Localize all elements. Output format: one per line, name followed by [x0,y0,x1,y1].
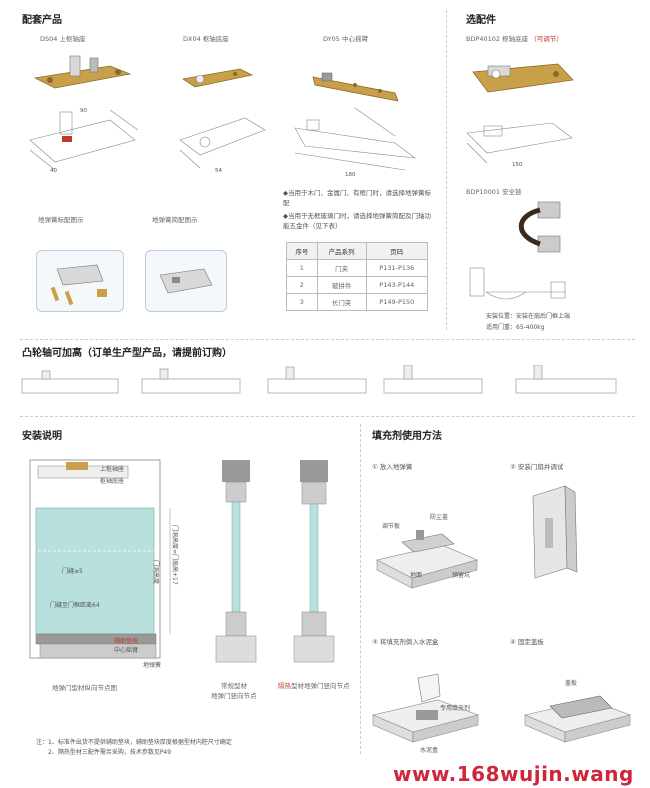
table-cell: P143-P144 [365,276,429,294]
cam-title: 凸轮轴可加高（订单生产型产品，请提前订购） [22,348,232,359]
filler-step-4: ④ 固定盖板 [510,638,544,646]
filler-step1-drawing [376,530,478,589]
label-center-arm: 中心摇臂 [114,647,139,654]
cam-height-diagram [21,365,617,394]
table-cell: 2 [286,276,318,294]
ds04-drawing: 90 40 [29,108,139,174]
table-header-row: 序号 产品系列 页码 [286,242,429,260]
install-title: 安装说明 [22,431,62,442]
product-code-dx04: DX04 枢轴底座 [183,35,229,43]
floor-spring-standard-image [36,250,124,312]
label-cement-box: 水泥盒 [420,747,439,754]
label-dust-cover: 防尘盖 [430,514,449,521]
filler-step-3: ③ 将填充剂倒入水泥盒 [372,638,439,646]
filler-step2-drawing [532,485,578,579]
table-cell: P149-P150 [365,293,429,311]
label-cover-plate: 盖板 [565,680,578,687]
table-row: 2 玻拼件 P143-P144 [286,276,429,294]
label-adjuster: 调节板 [382,523,401,530]
label-pivot-base: 枢轴底座 [100,478,125,485]
bullet-glass-doors: ◆当用于无框玻璃门时，请选择地弹簧简配及门轴功能五金件（见下表） [283,212,431,230]
label-filler: 专用填充剂 [440,705,471,712]
svg-text:150: 150 [512,162,523,168]
bdp40102-drawing: 150 [466,122,573,168]
divider-vertical-top [446,10,447,330]
table-row: 3 长门夹 P149-P150 [286,293,429,311]
floor-spring-simple-label: 地弹簧简配图示 [152,216,198,224]
dy05-photo [312,72,399,102]
ds04-photo [33,55,132,89]
filler-step3-drawing [372,673,479,743]
caption-standard-line2: 地弹门竖向节点 [211,692,257,700]
optional-title: 选配件 [466,15,496,26]
table-cell: 3 [286,293,318,311]
dx04-photo [181,68,254,88]
label-floor-spring: 地弹簧 [143,662,162,669]
filler-title: 填充剂使用方法 [372,431,442,442]
product-code-dy05: DY05 中心摇臂 [323,35,368,43]
install-narrow-section [293,460,335,663]
label-pivot-pad: 辅助垫块 [114,638,139,645]
bdp40102-photo [472,63,574,93]
series-table: 序号 产品系列 页码 1 门夹 P131-P136 2 玻拼件 P143-P14… [286,242,429,311]
filler-step4-drawing [524,695,631,743]
optional-adjustable-tag: （可调节） [530,35,563,43]
svg-text:180: 180 [345,172,356,178]
optional-code: BDP40102 枢轴底座 （可调节） [466,33,563,43]
label-top-pivot: 上枢轴座 [100,466,125,473]
install-front-drawing [29,459,171,659]
label-reserved: 预留坑 [452,572,471,579]
label-total-height: 门洞高度=门扇高+17 [171,525,178,585]
caption-front-view: 地弹门型材纵向节点图 [52,684,117,692]
safety-chain-code: BDP10001 安全链 [466,188,522,196]
install-standard-section [215,460,257,663]
floor-spring-simple-image [145,250,227,312]
dy05-drawing: 180 [294,107,417,178]
install-note-1: 注：1、标准件出货不提供辅助垫块，辅助垫块厚度根据型材内腔尺寸确定 [36,739,232,746]
filler-step-1: ① 放入地弹簧 [372,463,413,471]
caption-narrow-rest: 型材地弹门竖向节点 [291,682,350,690]
label-gap: 门缝≥5 [62,568,83,575]
table-cell: P131-P136 [365,259,429,277]
label-to-frame: 门缝至门框距离64 [50,602,100,609]
divider-horizontal-1 [20,339,635,340]
table-header-cell: 页码 [365,242,429,260]
table-header-cell: 序号 [286,242,318,260]
label-door-height: 门洞高度 [152,560,159,585]
table-cell: 长门夹 [316,293,367,311]
table-header-cell: 产品系列 [316,242,367,260]
safety-chain-position: 安装位置：安装在扇后门框上端 [486,313,571,320]
table-cell: 1 [286,259,318,277]
table-row: 1 门夹 P131-P136 [286,259,429,277]
svg-text:40: 40 [50,168,57,174]
table-cell: 门夹 [316,259,367,277]
site-watermark: www.168wujin.wang [393,762,634,786]
dx04-drawing: 54 [179,117,266,174]
bullet-frame-doors: ◆当用于木门、金属门、有框门时，请选择地弹簧标配 [283,189,431,207]
svg-text:54: 54 [215,168,222,174]
divider-horizontal-2 [20,416,635,417]
safety-chain-weight: 适用门重：65-400kg [486,324,545,331]
filler-step-2: ② 安装门扇并调试 [510,463,564,471]
install-note-2: 2、隔热型材三配件需另采购，技术参数见P49 [48,749,172,756]
accessories-title: 配套产品 [22,15,62,26]
caption-standard-line1: 常规型材 [221,682,247,690]
optional-code-text: BDP40102 枢轴底座 [466,35,529,43]
label-floor: 地面 [410,572,423,579]
floor-spring-standard-label: 地弹簧标配图示 [38,216,84,224]
table-cell: 玻拼件 [316,276,367,294]
safety-chain-drawing [469,267,566,300]
safety-chain-photo [518,201,561,253]
svg-text:90: 90 [80,108,87,114]
caption-narrow: 隔热型材地弹门竖向节点 [278,680,350,690]
product-code-ds04: DS04 上枢轴座 [40,35,86,43]
caption-narrow-highlight: 隔热 [278,682,291,690]
divider-vertical-bottom [360,424,361,754]
